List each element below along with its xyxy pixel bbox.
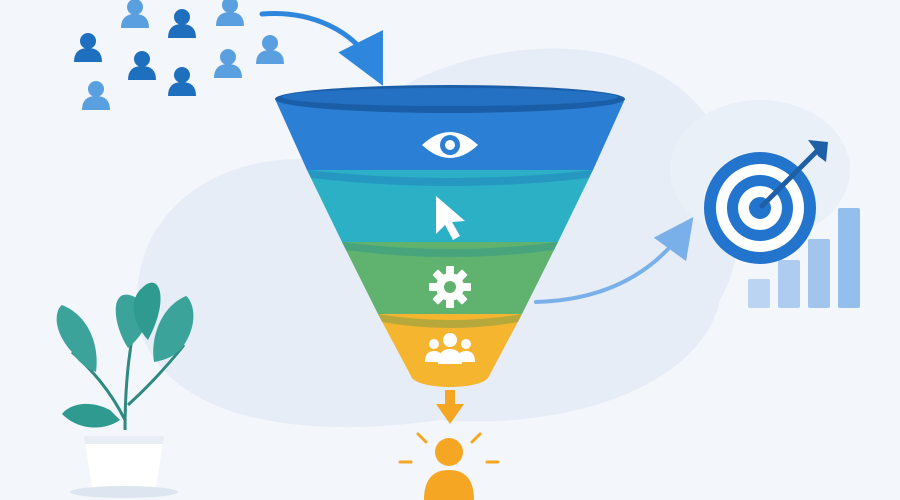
stage-interest bbox=[307, 170, 593, 242]
potted-plant-icon bbox=[56, 282, 194, 498]
growth-bar bbox=[778, 260, 800, 308]
eye-icon bbox=[422, 132, 478, 158]
bar-chart-icon bbox=[748, 208, 860, 308]
result-arrow bbox=[436, 390, 464, 424]
people-crowd-icon bbox=[74, 0, 284, 110]
audience-arrow bbox=[259, 10, 383, 86]
growth-bar bbox=[808, 239, 830, 308]
cursor-icon bbox=[436, 196, 465, 240]
gear-icon bbox=[429, 266, 471, 308]
person-sparkle-icon bbox=[398, 432, 500, 500]
target-arrow-icon bbox=[704, 140, 828, 264]
group-icon bbox=[425, 333, 475, 364]
growth-bar bbox=[838, 208, 860, 308]
goal-arrow bbox=[534, 217, 694, 304]
growth-bar bbox=[748, 279, 770, 308]
